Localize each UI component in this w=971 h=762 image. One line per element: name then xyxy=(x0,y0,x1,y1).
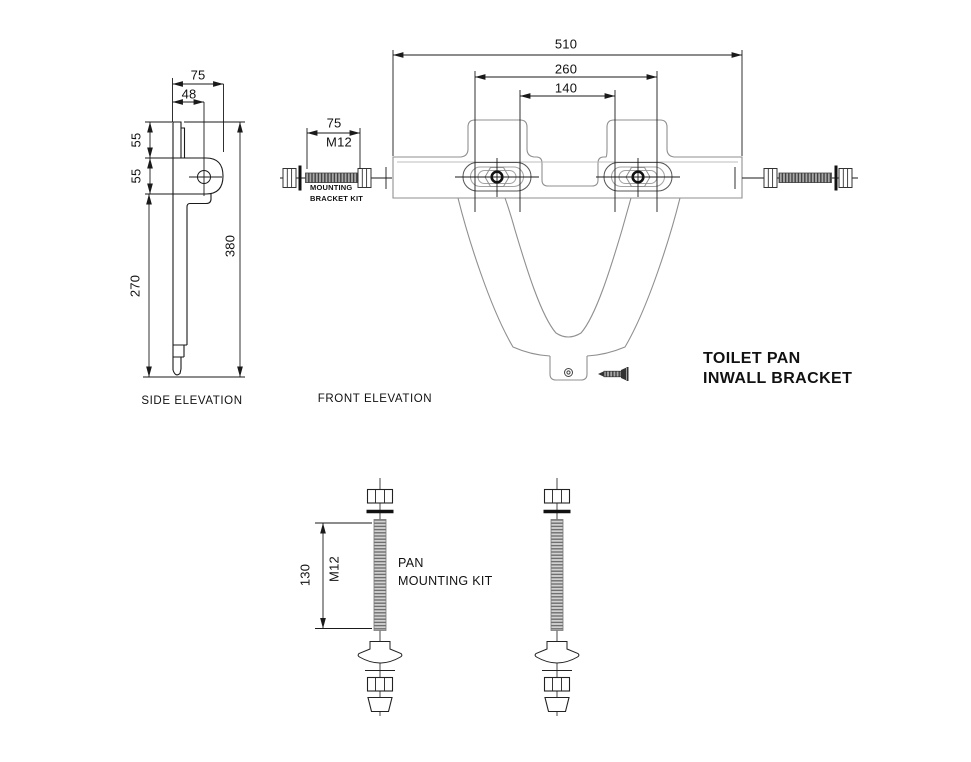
dim-side-overall-height: 380 xyxy=(222,234,238,258)
dome-washer-icon xyxy=(357,641,403,664)
slotted-hole-left xyxy=(455,158,539,197)
kit-bolt-assembly-right xyxy=(533,476,581,718)
bolt-icon-left xyxy=(280,165,392,191)
dim-front-overall-width: 510 xyxy=(554,36,578,52)
dim-bolt-length: 75 xyxy=(326,115,342,131)
side-elevation-dimensions xyxy=(143,78,245,378)
side-elevation-drawing xyxy=(172,121,224,376)
bolt-icon-right xyxy=(734,165,858,191)
mounting-bracket-kit-callout: MOUNTING BRACKET KIT xyxy=(310,183,363,204)
page-title-line-2: INWALL BRACKET xyxy=(703,370,853,387)
dim-front-outer-bolt-spacing: 260 xyxy=(554,61,578,77)
front-elevation-drawing xyxy=(392,119,743,381)
front-elevation-label: FRONT ELEVATION xyxy=(317,393,433,405)
callout-line-2: BRACKET KIT xyxy=(310,193,364,203)
front-elevation-dimensions xyxy=(306,50,743,212)
kit-bolt-assembly-left xyxy=(357,478,403,716)
pan-kit-label-line-1: PAN xyxy=(398,556,424,570)
side-hole xyxy=(189,170,222,184)
slotted-hole-right xyxy=(596,158,680,197)
dim-side-upper-segment: 55 xyxy=(128,132,144,148)
screw-icon xyxy=(598,367,629,381)
dim-side-overall-width: 75 xyxy=(190,67,206,83)
callout-line-1: MOUNTING xyxy=(310,183,353,192)
dim-kit-bolt-thread: M12 xyxy=(326,556,342,582)
dim-front-inner-bolt-spacing: 140 xyxy=(554,80,578,96)
pan-mounting-kit-label: PAN MOUNTING KIT xyxy=(398,555,493,590)
kit-dimensions xyxy=(315,522,372,629)
dim-side-hole-offset: 48 xyxy=(181,86,197,102)
pan-kit-label-line-2: MOUNTING KIT xyxy=(398,573,493,588)
side-elevation-label: SIDE ELEVATION xyxy=(141,395,243,407)
dim-side-lower-length: 270 xyxy=(127,274,143,298)
page-title: TOILET PAN INWALL BRACKET xyxy=(703,349,852,389)
dim-kit-bolt-length: 130 xyxy=(297,563,313,587)
page-title-line-1: TOILET PAN xyxy=(703,350,801,367)
dim-bolt-thread: M12 xyxy=(326,134,352,150)
dim-side-lower-segment: 55 xyxy=(128,168,144,184)
